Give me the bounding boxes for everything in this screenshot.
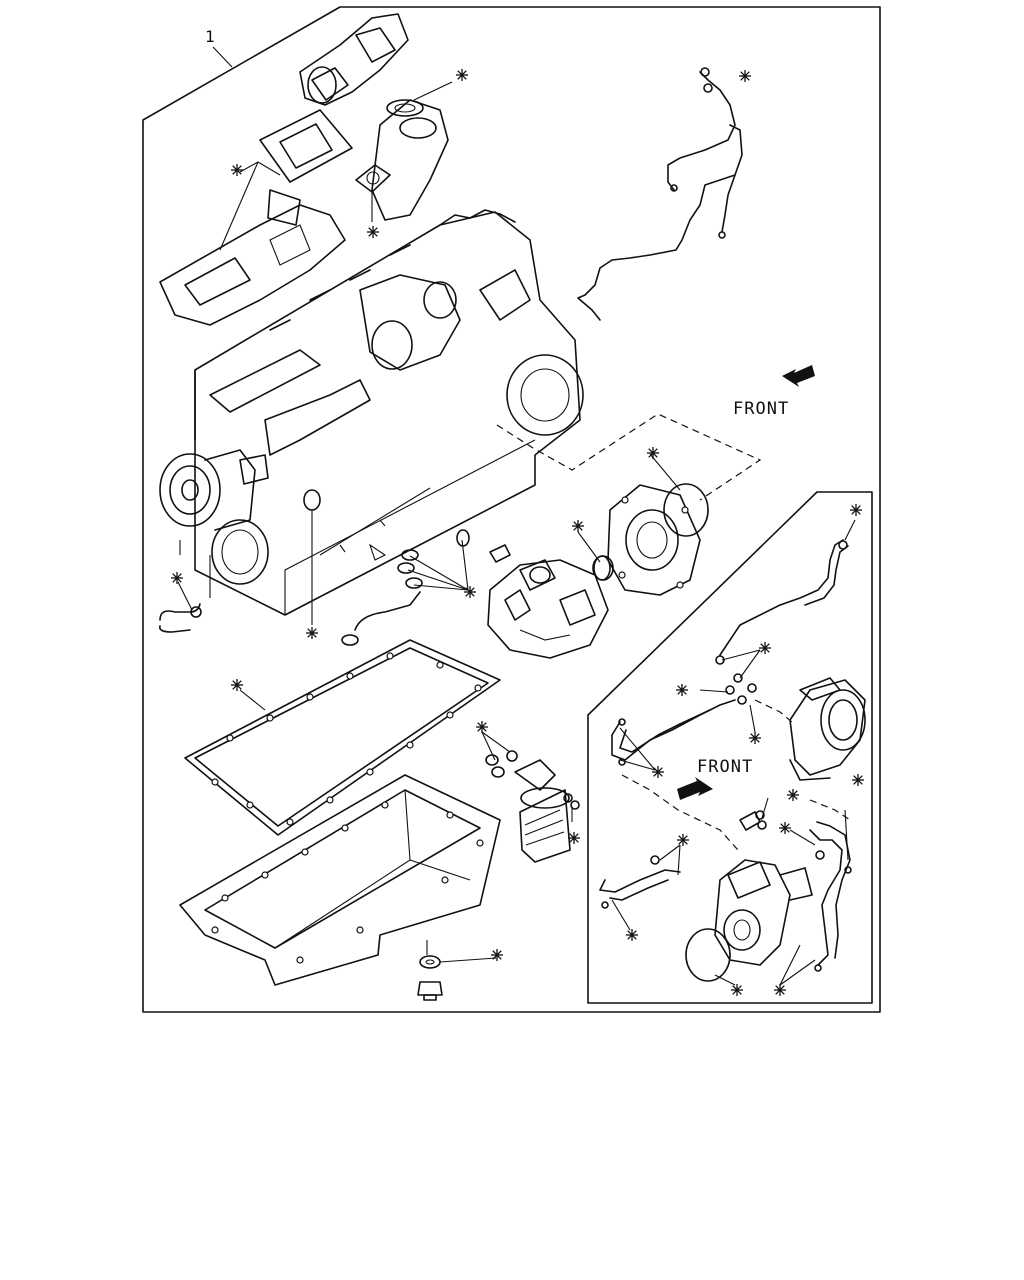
drain-plug: [417, 981, 443, 1001]
turbo-charger-on-engine: [359, 269, 531, 371]
asterisk-marker-icon: [567, 831, 581, 845]
inset-turbocharger: [789, 677, 866, 781]
asterisk-marker-icon: [786, 788, 800, 802]
dipstick-tube: [319, 487, 431, 556]
crank-pulley: [159, 449, 256, 531]
pump-drive-housing: [607, 484, 701, 596]
asterisk-marker-icon: [463, 585, 477, 599]
compressor-water-pipe-left: [599, 855, 681, 909]
front-label-main: FRONT: [733, 399, 789, 419]
asterisk-marker-icon: [305, 626, 319, 640]
asterisk-marker-icon: [230, 163, 244, 177]
asterisk-marker-icon: [366, 225, 380, 239]
item-number: 1: [205, 27, 215, 46]
kit-boundary: [142, 6, 881, 1013]
asterisk-marker-icon: [651, 765, 665, 779]
front-direction-main: FRONT: [733, 365, 815, 419]
asterisk-markers: [170, 68, 865, 997]
intake-manifold: [159, 189, 346, 326]
turbo-oil-feed-line: [715, 539, 849, 665]
water-outlet-o-ring: [303, 489, 321, 625]
asterisk-marker-icon: [758, 641, 772, 655]
inset-union-washers: [725, 673, 757, 705]
intake-gasket-small: [355, 164, 391, 193]
asterisk-marker-icon: [475, 720, 489, 734]
turbo-oil-return-line: [611, 699, 736, 766]
housing-callout-leader: [496, 413, 762, 501]
oil-filter-o-rings: [485, 750, 580, 810]
thermostat-fitting: [239, 454, 269, 485]
egr-gasket-plate: [259, 109, 353, 183]
egr-valve: [299, 13, 409, 106]
asterisk-marker-icon: [230, 678, 244, 692]
asterisk-marker-icon: [851, 773, 865, 787]
oil-return-pipe: [158, 540, 211, 633]
asterisk-marker-icon: [738, 69, 752, 83]
oil-pan: [179, 774, 501, 986]
front-arrow-icon-inset: [677, 777, 713, 800]
injection-fuel-line: [577, 67, 743, 321]
asterisk-marker-icon: [778, 821, 792, 835]
housing-large-o-ring: [663, 483, 709, 537]
air-compressor: [714, 859, 813, 966]
item-callout: 1: [205, 27, 233, 68]
oil-pan-gasket: [184, 639, 501, 836]
asterisk-marker-icon: [849, 503, 863, 517]
engine-block: [194, 209, 584, 616]
injection-pump: [487, 555, 611, 659]
compressor-o-ring: [685, 928, 731, 982]
front-label-inset: FRONT: [697, 757, 753, 777]
asterisk-marker-icon: [625, 928, 639, 942]
asterisk-marker-icon: [748, 731, 762, 745]
asterisk-marker-icon: [490, 948, 504, 962]
asterisk-marker-icon: [676, 833, 690, 847]
compressor-water-pipe-right: [809, 821, 852, 972]
inset-panel: [587, 491, 873, 1004]
egr-pipe-gasket: [386, 99, 424, 117]
asterisk-marker-icon: [730, 983, 744, 997]
asterisk-marker-icon: [675, 683, 689, 697]
oil-filter-assembly: [514, 759, 571, 863]
front-direction-inset: FRONT: [677, 757, 753, 800]
front-arrow-icon: [782, 365, 815, 387]
front-seal-housing: [211, 519, 269, 585]
egr-cooler-pipe: [371, 99, 449, 221]
asterisk-marker-icon: [646, 446, 660, 460]
injection-pump-o-rings: [341, 529, 511, 646]
asterisk-marker-icon: [773, 983, 787, 997]
compressor-fitting: [739, 810, 767, 831]
asterisk-marker-icon: [455, 68, 469, 82]
asterisk-marker-icon: [571, 519, 585, 533]
asterisk-marker-icon: [170, 571, 184, 585]
leader-lines: [177, 81, 856, 986]
drain-plug-washer: [419, 940, 441, 969]
